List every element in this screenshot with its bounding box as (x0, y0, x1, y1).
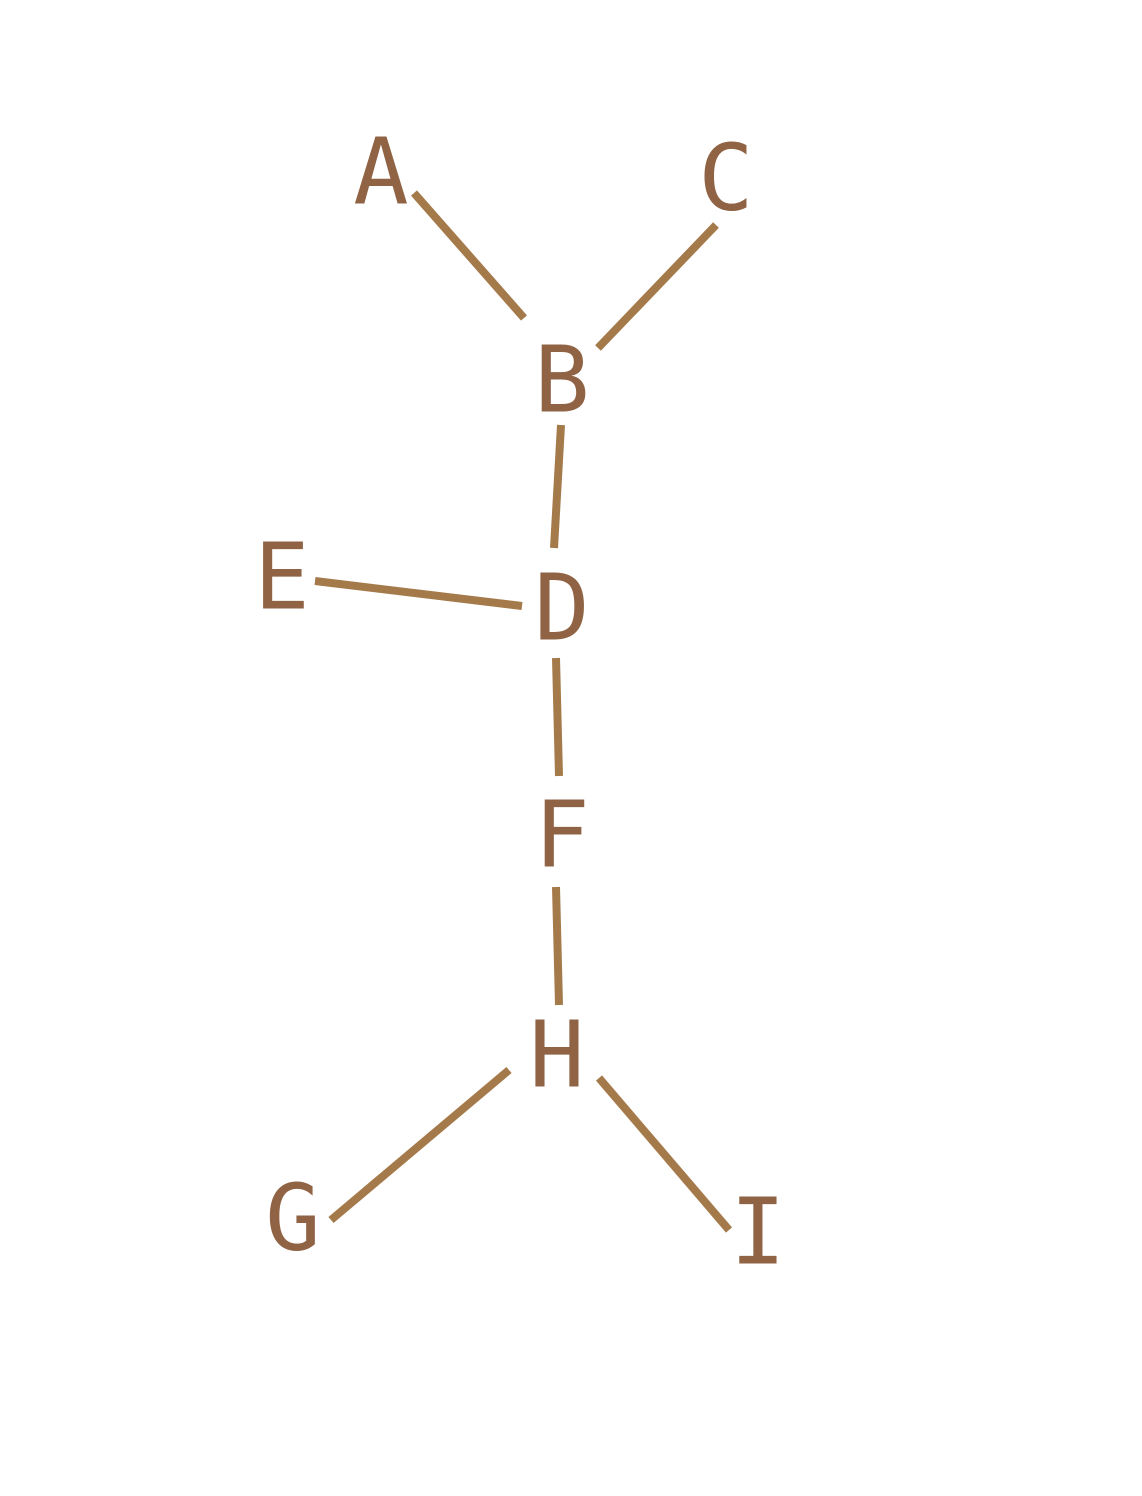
edge-a-b (410, 190, 528, 321)
node-c: C (698, 125, 753, 232)
nodes-layer: A B C D E F G H I (254, 119, 785, 1286)
node-g: G (265, 1165, 320, 1272)
node-e: E (254, 524, 309, 631)
edge-e-d (314, 577, 523, 610)
node-i: I (730, 1179, 785, 1286)
edge-h-g (328, 1066, 512, 1224)
edges-layer (314, 190, 733, 1233)
node-a: A (353, 119, 408, 226)
node-h: H (529, 1002, 584, 1109)
edge-d-f (552, 657, 563, 777)
edge-b-d (550, 424, 565, 549)
node-b: B (534, 327, 589, 434)
edge-h-i (595, 1075, 733, 1233)
edge-c-b (595, 222, 719, 351)
node-d: D (534, 555, 589, 662)
edge-f-h (552, 886, 563, 1006)
node-f: F (534, 782, 589, 889)
